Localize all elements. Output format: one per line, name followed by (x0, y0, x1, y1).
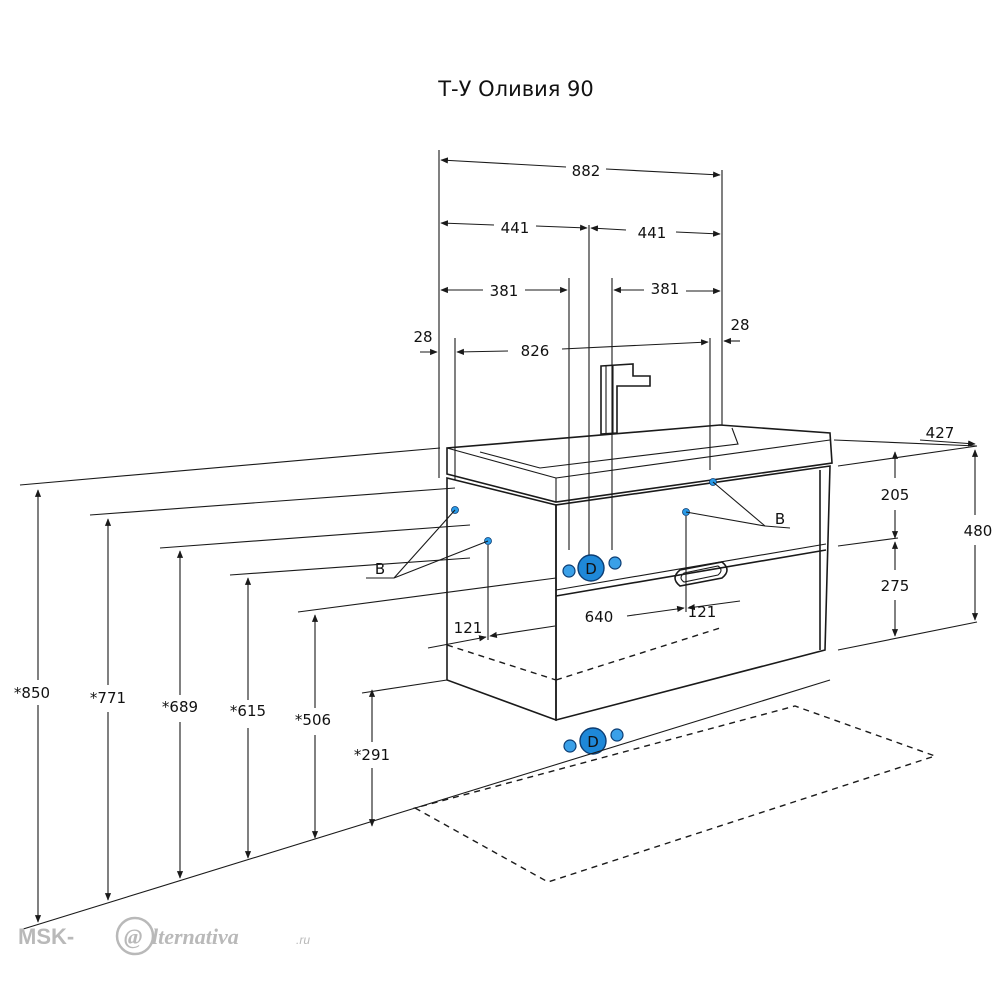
right-dimensions: 427 205 275 480 (833, 424, 993, 651)
faucet (600, 363, 651, 435)
watermark-at-ring (115, 916, 155, 956)
watermark-prefix: MSK- (18, 924, 74, 949)
dimension-882: 882 (440, 157, 721, 180)
mount-label-left: B (375, 560, 385, 578)
left-height-dimensions: *850 *771 *689 *615 *506 *291 (14, 489, 390, 923)
dim-826-label: 826 (521, 342, 550, 360)
dimension-wall-offsets: 121 640 121 (427, 516, 741, 649)
dim-291-label: *291 (354, 746, 390, 764)
dimension-381-left: 381 (440, 282, 568, 300)
dim-882-label: 882 (572, 162, 601, 180)
top-extension-lines (438, 150, 723, 580)
dim-850-label: *850 (14, 684, 50, 702)
floor-outline (413, 705, 938, 883)
dim-381-left-label: 381 (490, 282, 519, 300)
dim-121-right-label: 121 (688, 603, 717, 621)
dim-441-left-label: 441 (501, 219, 530, 237)
dim-28-right-label: 28 (730, 316, 749, 334)
drain-top-label: D (585, 560, 597, 578)
basin (446, 424, 833, 503)
wall-floor-lines (19, 447, 831, 931)
dim-640-label: 640 (585, 608, 614, 626)
watermark: MSK- @ lternativa .ru (18, 916, 310, 956)
drawer-handle (674, 561, 728, 587)
drawing-title: Т-У Оливия 90 (437, 77, 594, 101)
watermark-at: @ (124, 924, 142, 949)
dim-615-label: *615 (230, 702, 266, 720)
dimension-441-left: 441 (440, 219, 588, 237)
dim-480-label: 480 (964, 522, 993, 540)
mount-label-right: B (775, 510, 785, 528)
dim-506-label: *506 (295, 711, 331, 729)
watermark-tld: .ru (296, 933, 310, 947)
dimension-441-right: 441 (590, 224, 721, 242)
drain-connection-top: D (562, 554, 622, 582)
dim-441-right-label: 441 (638, 224, 667, 242)
dim-121-left-label: 121 (454, 619, 483, 637)
watermark-brand: lternativa (152, 924, 239, 949)
dim-427-label: 427 (926, 424, 955, 442)
cabinet (446, 465, 831, 722)
dimension-28-826-28: 28 826 28 (413, 316, 749, 360)
mount-points: B B (366, 478, 791, 579)
dimension-381-right: 381 (613, 280, 721, 298)
dim-205-label: 205 (881, 486, 910, 504)
dim-381-right-label: 381 (651, 280, 680, 298)
drain-connection-floor: D (563, 727, 624, 755)
dim-771-label: *771 (90, 689, 126, 707)
drain-floor-label: D (587, 733, 599, 751)
dim-275-label: 275 (881, 577, 910, 595)
dim-28-left-label: 28 (413, 328, 432, 346)
dim-689-label: *689 (162, 698, 198, 716)
